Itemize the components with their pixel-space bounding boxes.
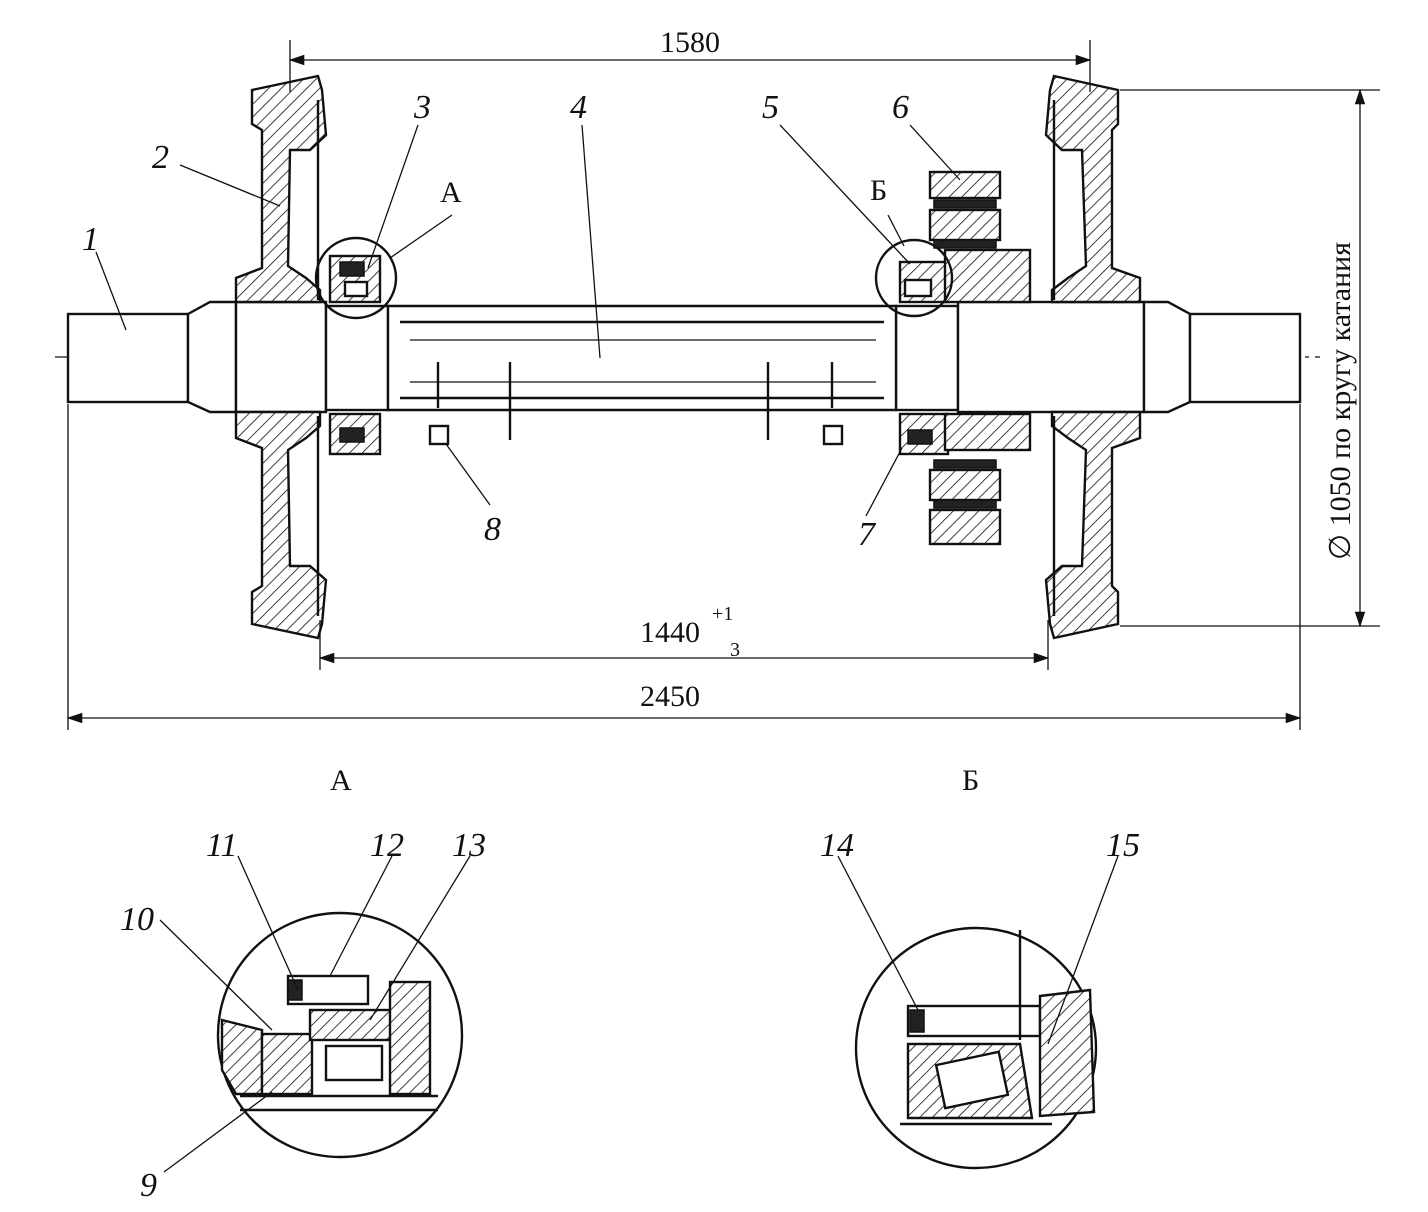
detail-b-marker xyxy=(874,238,954,318)
callout-1: 1 xyxy=(82,221,99,258)
callout-11: 11 xyxy=(206,827,237,864)
callout-2: 2 xyxy=(152,139,169,176)
gear-unit xyxy=(928,170,1032,546)
dim-tolerance-upper: +1 xyxy=(712,603,733,625)
callout-3: 3 xyxy=(413,89,431,126)
detail-view-b xyxy=(854,926,1098,1170)
axle xyxy=(66,300,1302,414)
callout-8: 8 xyxy=(484,511,501,548)
dim-tolerance-lower: 3 xyxy=(730,639,740,661)
dim-1580: 1580 xyxy=(660,26,720,59)
callout-14: 14 xyxy=(820,827,854,864)
dimensions xyxy=(66,40,1380,730)
detail-a-marker xyxy=(314,236,398,320)
dim-1440: 1440 xyxy=(640,616,700,649)
dim-2450: 2450 xyxy=(640,680,700,713)
central-tube xyxy=(386,304,898,446)
right-wheel xyxy=(1044,74,1142,640)
callout-12: 12 xyxy=(370,827,404,864)
callout-10: 10 xyxy=(120,901,154,938)
detail-b-leaders xyxy=(837,855,1119,1045)
detail-a-leaders xyxy=(159,855,471,1173)
left-bearing xyxy=(328,254,382,456)
callout-13: 13 xyxy=(452,827,486,864)
detail-view-a xyxy=(216,911,464,1159)
callout-7: 7 xyxy=(858,516,877,553)
detail-b-label: Б xyxy=(870,174,887,207)
callout-5: 5 xyxy=(762,89,779,126)
leaders xyxy=(95,124,961,517)
callout-15: 15 xyxy=(1106,827,1140,864)
callout-6: 6 xyxy=(892,89,909,126)
callout-9: 9 xyxy=(140,1167,157,1204)
view-b-title: Б xyxy=(962,764,979,797)
callout-4: 4 xyxy=(570,89,587,126)
dim-diameter: ∅ 1050 по кругу катания xyxy=(1324,242,1357,560)
detail-a-label: А xyxy=(440,176,462,209)
view-a-title: А xyxy=(330,764,352,797)
